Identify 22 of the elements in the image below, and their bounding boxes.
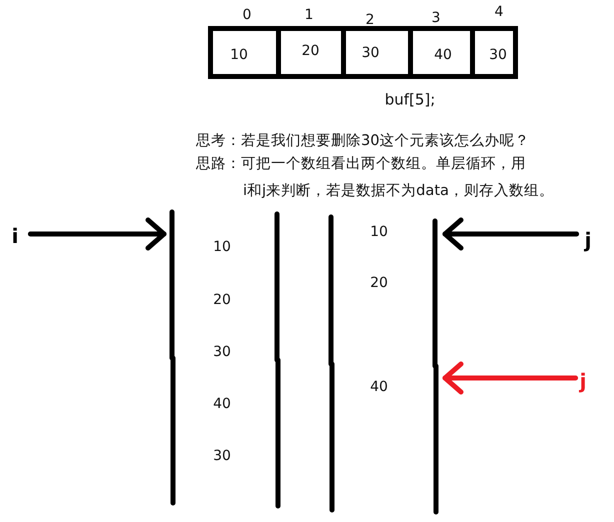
index-label: 0 — [242, 8, 252, 22]
array-value: 30 — [213, 345, 231, 359]
index-label: 1 — [304, 8, 314, 22]
index-label: 3 — [432, 11, 440, 25]
note-text: 思考：若是我们想要删除30这个元素该怎么办呢？ — [196, 134, 530, 149]
array-value: 20 — [213, 293, 231, 307]
array-value: 20 — [370, 276, 388, 290]
note-text: 思路：可把一个数组看出两个数组。单层循环，用i和j来判断，若是数据不为data，则存入数组。 — [196, 154, 555, 200]
variable-label: j — [580, 371, 586, 391]
array-value: 40 — [213, 397, 231, 411]
array-value: 40 — [370, 380, 388, 394]
array-value: 10 — [370, 225, 388, 239]
array-value: 30 — [213, 449, 231, 463]
arrow — [28, 218, 166, 250]
arrow — [442, 218, 580, 250]
variable-label: j — [584, 230, 592, 250]
index-label: 4 — [494, 5, 504, 19]
index-label: 2 — [366, 13, 374, 27]
code-text: buf[5]; — [384, 92, 436, 108]
arrow — [442, 362, 578, 394]
array-value: 10 — [213, 240, 231, 254]
variable-label: i — [12, 226, 18, 246]
